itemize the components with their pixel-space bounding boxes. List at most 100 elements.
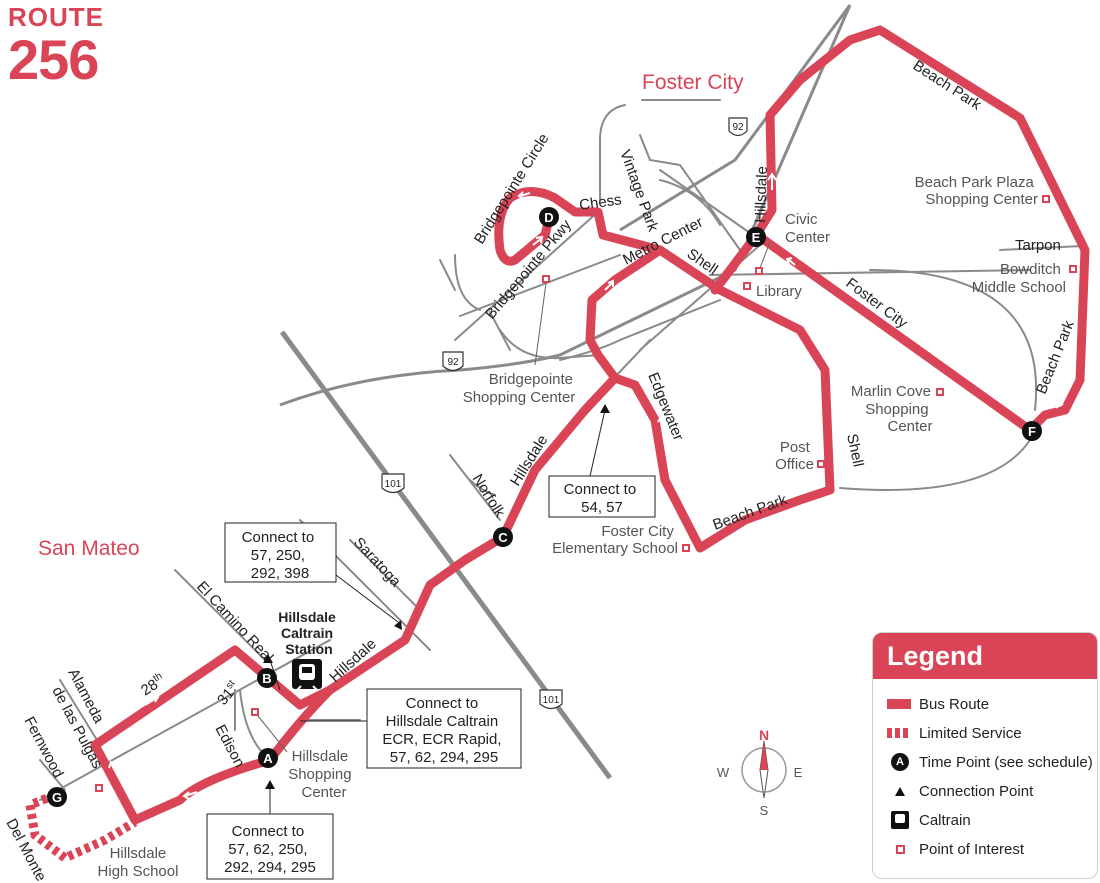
caltrain-icon [292,659,322,691]
route-word: ROUTE [8,2,104,32]
svg-text:G: G [52,790,62,805]
svg-text:C: C [498,530,508,545]
svg-text:Connect to 57, 250,: Connect to 57, 250, 292, 398 [242,529,319,582]
poi-civic-center-label: Civic Center [785,211,830,246]
svg-text:Connect to Hillsdale Cal: Connect to Hillsdale Caltrain ECR, ECR R… [382,695,505,766]
poi-icon [1069,265,1077,273]
bus-route [90,25,1090,825]
legend-connection-point: Connection Point [919,783,1034,800]
connect-box-54: Connect to 54, 57 [548,475,656,518]
poi-icon [251,708,259,716]
poi-bridgepointe-sc: Bridgepointe Shopping Center [463,371,578,406]
timepoint-marker-f: F [1022,421,1042,441]
caltrain-icon [891,811,909,829]
poi-hillsdale-hs: Hillsdale High School [98,845,179,880]
connect-box-caltrain: Connect to Hillsdale Caltrain ECR, ECR R… [366,688,522,769]
svg-text:101: 101 [385,479,402,490]
timepoint-marker-d: D [539,207,559,227]
connect-box-57-62: Connect to 57, 62, 250, 292, 294, 295 [206,813,334,880]
svg-text:92: 92 [447,357,459,368]
street-31st: 31st [213,678,243,708]
compass-icon: N S W E [717,727,803,818]
street-beach-park-2: Beach Park [1033,318,1078,397]
poi-icon [682,544,690,552]
street-del-monte: Del Monte [2,816,49,883]
svg-text:W: W [717,765,730,780]
poi-icon [743,282,751,290]
connection-point-icon [600,404,610,413]
legend-panel: Legend Bus Route Limited Service A Time … [872,632,1098,879]
street-tarpon: Tarpon [1015,237,1061,254]
direction-arrows [108,172,1064,800]
poi-post-office: Post Office [775,439,814,473]
svg-text:E: E [752,230,761,245]
legend-bus-route: Bus Route [919,696,990,713]
connection-point-icon [265,780,275,789]
timepoint-markers: A B C D E F G [47,207,1042,807]
svg-text:Connect to 54, 57: Connect to 54, 57 [564,481,641,516]
highway-shield-icon: 101 [381,473,405,494]
connection-point-icon [394,620,402,630]
poi-beach-park-plaza: Beach Park Plaza Shopping Center [915,174,1038,208]
poi-foster-city-elementary: Foster City Elementary School [552,523,678,557]
svg-text:N: N [759,727,769,743]
street-chess: Chess [578,191,622,214]
poi-icon [896,845,905,854]
street-hillsdale: Hillsdale [752,166,771,223]
streets-layer [39,99,1083,801]
svg-text:A: A [263,751,273,766]
street-saratoga: Saratoga [350,534,404,591]
highway-shield-icon: 92 [728,117,748,137]
svg-text:Connect to 57, 62, 250,: Connect to 57, 62, 250, 292, 294, 295 [224,823,316,876]
svg-text:E: E [794,765,803,780]
poi-icon [817,460,825,468]
street-shell-2: Shell [843,432,867,468]
legend-time-point: Time Point (see schedule) [919,754,1093,771]
svg-text:92: 92 [732,122,744,133]
street-norfolk: Norfolk [469,471,509,521]
poi-icon [542,275,550,283]
poi-library: Library [756,283,802,300]
legend-title: Legend [873,633,1097,679]
legend-point-of-interest: Point of Interest [919,841,1025,858]
highway-92 [279,4,852,407]
poi-layer: Beach Park Plaza Shopping Center Bowditc… [95,174,1077,880]
timepoint-marker-a: A [258,748,278,768]
svg-text:D: D [544,210,553,225]
bus-route-swatch [887,699,911,709]
connection-point-icon [263,654,273,663]
timepoint-marker-g: G [47,787,67,807]
poi-icon [936,388,944,396]
svg-text:F: F [1028,424,1036,439]
svg-text:101: 101 [543,695,560,706]
highway-shield-icon: 92 [442,351,464,372]
connection-point-icon [895,787,905,796]
poi-icon [95,784,103,792]
poi-icon [755,267,763,275]
legend-limited-service: Limited Service [919,725,1022,742]
street-fernwood: Fernwood [20,714,66,781]
timepoint-marker: A [891,753,909,771]
poi-bowditch: Bowditch Middle School [972,261,1066,296]
timepoint-marker-b: B [257,668,277,688]
limited-service-swatch [887,728,911,738]
route-number: 256 [8,28,99,91]
city-foster-city: Foster City [642,71,744,94]
connect-box-57-250: Connect to 57, 250, 292, 398 [224,522,337,583]
timepoint-marker-e: E [746,227,766,247]
legend-caltrain: Caltrain [919,812,971,829]
timepoint-marker-c: C [493,527,513,547]
route-header: ROUTE 256 [8,4,104,88]
poi-hillsdale-sc: Hillsdale Shopping Center [288,748,356,801]
limited-service-route [24,790,138,864]
svg-text:S: S [760,803,769,818]
svg-text:B: B [262,671,271,686]
highway-shield-icon: 101 [539,689,563,710]
city-san-mateo: San Mateo [38,537,140,560]
caltrain-station-label: Hillsdale Caltrain Station [278,609,339,657]
highway-92-north [619,4,852,232]
street-edison: Edison [211,722,248,770]
poi-icon [1042,195,1050,203]
poi-marlin-cove: Marlin Cove Shopping Center [851,383,935,435]
